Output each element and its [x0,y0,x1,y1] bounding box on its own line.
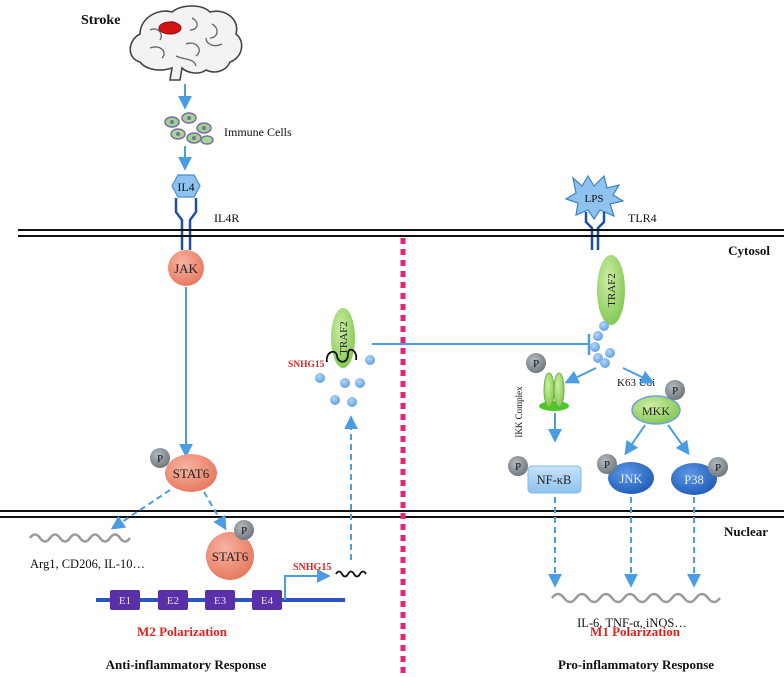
traf2-right-node [597,255,625,325]
traf2-right-label: TRAF2 [606,273,618,307]
mkk-node [631,395,681,425]
svg-text:E4: E4 [261,595,274,607]
svg-text:P: P [533,358,539,370]
stat6-nuclear-label: STAT6 [212,549,249,564]
nuclear-label: Nuclear [724,524,768,539]
ikk-phospho: P [526,353,546,373]
mkk-label: MKK [642,404,670,418]
jak-label: JAK [174,261,198,276]
p38-label: P38 [684,473,703,487]
svg-text:P: P [715,462,721,474]
k63-ubi-label: K63 Ubi [617,377,655,389]
stat6-node [165,454,217,492]
svg-text:E1: E1 [119,595,131,607]
svg-text:E2: E2 [167,595,179,607]
traf2-left-node [331,308,355,368]
brain-icon [129,5,243,81]
il4-ligand [171,174,201,198]
stat6-nuclear-phospho: P [234,520,254,540]
exon-e2: E2 [158,590,188,610]
exon-e3: E3 [205,590,235,610]
p38-node [671,463,717,495]
tlr4-receptor [584,212,606,250]
k63-ubiquitin-chain [590,321,615,368]
stroke-label: Stroke [81,13,120,28]
snhg15-gene-label: SNHG15 [293,562,331,573]
svg-text:P: P [241,525,247,537]
snhg15-loop-icon [325,348,358,363]
snhg15-cytosol-label: SNHG15 [288,360,325,370]
jak-node [168,250,204,286]
ubiquitin-dots-left [315,355,375,407]
exon-e4: E4 [252,590,282,610]
immune-cells-label: Immune Cells [224,125,292,139]
inhibition-line [372,334,591,355]
svg-text:P: P [515,461,521,473]
stat6-label: STAT6 [173,466,210,481]
ikk-complex-label: IKK Complex [514,386,524,438]
m1-mrna-icon [551,592,721,604]
il4r-receptor [174,198,198,250]
lps-label: LPS [585,193,604,205]
stat6-phospho: P [150,448,170,468]
m2-genes-label: Arg1, CD206, IL-10… [30,557,145,571]
ikk-complex-node [539,372,569,411]
il4-label: IL4 [177,180,194,194]
stat6-nuclear-node [206,532,254,580]
il4r-label: IL4R [214,211,239,225]
nuclear-membrane [0,510,784,518]
svg-text:P: P [672,385,678,397]
mkk-phospho: P [665,380,685,400]
svg-text:P: P [157,453,163,465]
transcription-start-arrow [284,569,331,600]
exon-e1: E1 [110,590,140,610]
m1-polarization-label: M1 Polarization [590,624,681,639]
anti-inflammatory-label: Anti-inflammatory Response [106,657,267,672]
svg-text:E3: E3 [214,595,227,607]
immune-cells-icon [164,112,214,145]
jnk-node [608,462,654,494]
traf2-left-label: TRAF2 [338,321,350,355]
jnk-label: JNK [620,472,643,486]
tlr4-label: TLR4 [628,211,657,225]
svg-text:P: P [604,459,610,471]
m2-polarization-label: M2 Polarization [137,624,228,639]
nfkb-label: NF-κB [537,473,572,487]
jnk-phospho: P [597,454,617,474]
cell-membrane [18,229,784,237]
p38-phospho: P [708,457,728,477]
snhg15-rna-icon [335,570,367,578]
pro-inflammatory-label: Pro-inflammatory Response [558,657,714,672]
stroke-lesion-icon [158,21,182,35]
lps-ligand [564,174,625,221]
cytosol-label: Cytosol [728,243,770,258]
nfkb-phospho: P [508,456,528,476]
m2-mrna-icon [28,533,132,543]
m1-genes-label: IL-6, TNF-α, iNOS… [577,616,687,630]
nfkb-node [527,465,582,494]
